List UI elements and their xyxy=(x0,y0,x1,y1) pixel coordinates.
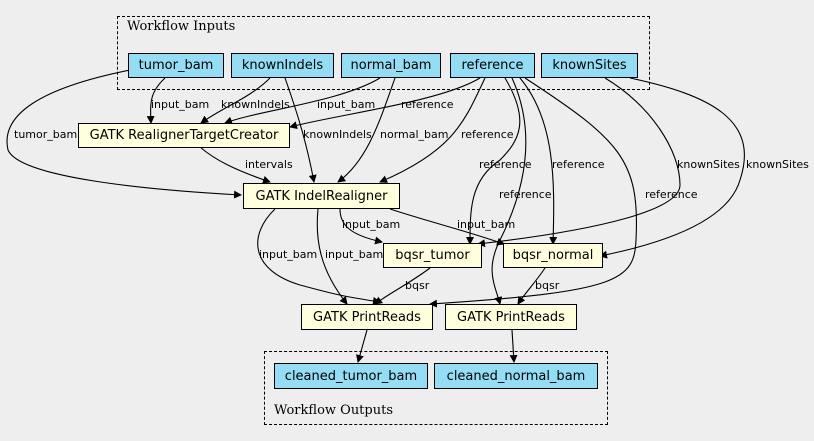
edge-knownsites-to-bqsr-tumor xyxy=(477,77,681,248)
edge-normal-bam-to-ir xyxy=(337,77,396,183)
edge-reference-to-ir xyxy=(379,77,486,183)
step-realigner-target-creator[interactable]: GATK RealignerTargetCreator xyxy=(78,123,290,148)
edge-label: knownIndels xyxy=(303,128,372,141)
edge-label: reference xyxy=(552,158,605,171)
edge-label: reference xyxy=(499,188,552,201)
edge-label: knownSites xyxy=(746,158,809,171)
step-bqsr-normal[interactable]: bqsr_normal xyxy=(503,243,603,268)
edge-ir-to-bqsr-normal xyxy=(389,208,505,246)
edge-label: input_bam xyxy=(342,218,401,231)
step-print-reads-normal[interactable]: GATK PrintReads xyxy=(445,304,577,330)
step-bqsr-tumor[interactable]: bqsr_tumor xyxy=(383,243,482,268)
edge-reference-to-bqsr-normal xyxy=(519,77,558,245)
step-indel-realigner[interactable]: GATK IndelRealigner xyxy=(243,183,400,209)
edge-label: bqsr xyxy=(535,279,560,292)
edge-normal-bam-to-rtc xyxy=(224,77,381,125)
input-known-sites[interactable]: knownSites xyxy=(541,53,638,78)
edge-label: knownIndels xyxy=(221,98,290,111)
edge-tumor-bam-to-rtc xyxy=(146,77,166,124)
edge-label: normal_bam xyxy=(380,128,449,141)
input-reference[interactable]: reference xyxy=(450,53,535,78)
output-cleaned-tumor-bam[interactable]: cleaned_tumor_bam xyxy=(274,363,428,389)
edge-label: knownSites xyxy=(677,158,740,171)
edge-pr-normal-to-output xyxy=(509,329,518,363)
edge-ir-to-pr-normal xyxy=(257,208,381,305)
edge-pr-tumor-to-output xyxy=(356,329,368,363)
edge-bqsr-normal-to-pr xyxy=(517,267,546,305)
edge-bqsr-tumor-to-pr xyxy=(374,267,431,305)
edge-label: reference xyxy=(461,128,514,141)
workflow-inputs-cluster xyxy=(117,16,650,90)
input-normal-bam[interactable]: normal_bam xyxy=(341,53,441,78)
edge-label: input_bam xyxy=(317,98,376,111)
edge-reference-to-pr-tumor xyxy=(429,77,638,308)
edge-tumor-bam-to-ir xyxy=(6,69,242,199)
edge-reference-to-rtc xyxy=(289,77,481,130)
edge-label: input_bam xyxy=(259,248,318,261)
input-tumor-bam[interactable]: tumor_bam xyxy=(128,53,224,78)
step-print-reads-tumor[interactable]: GATK PrintReads xyxy=(301,304,433,330)
edge-knownsites-to-bqsr-normal xyxy=(599,77,745,259)
output-cleaned-normal-bam[interactable]: cleaned_normal_bam xyxy=(434,363,598,389)
edge-label: intervals xyxy=(245,158,293,171)
workflow-inputs-label: Workflow Inputs xyxy=(127,19,236,34)
input-known-indels[interactable]: knownIndels xyxy=(231,53,334,78)
edge-label: reference xyxy=(479,158,532,171)
workflow-outputs-cluster xyxy=(264,351,608,425)
edge-label: input_bam xyxy=(457,218,516,231)
edge-ir-to-pr-tumor xyxy=(316,208,348,305)
edge-reference-to-pr-normal xyxy=(491,77,527,305)
edge-label: tumor_bam xyxy=(14,128,78,141)
workflow-outputs-label: Workflow Outputs xyxy=(274,403,393,418)
edge-reference-to-bqsr-tumor xyxy=(466,77,521,245)
edge-knownindels-to-rtc xyxy=(200,77,271,124)
edge-label: input_bam xyxy=(325,248,384,261)
edge-ir-to-bqsr-tumor xyxy=(339,208,383,245)
edge-rtc-to-ir xyxy=(199,146,271,184)
edge-label: reference xyxy=(645,188,698,201)
edge-label: input_bam xyxy=(151,98,210,111)
edge-label: reference xyxy=(401,98,454,111)
edge-knownindels-to-ir xyxy=(284,77,317,183)
edge-label: bqsr xyxy=(405,279,430,292)
